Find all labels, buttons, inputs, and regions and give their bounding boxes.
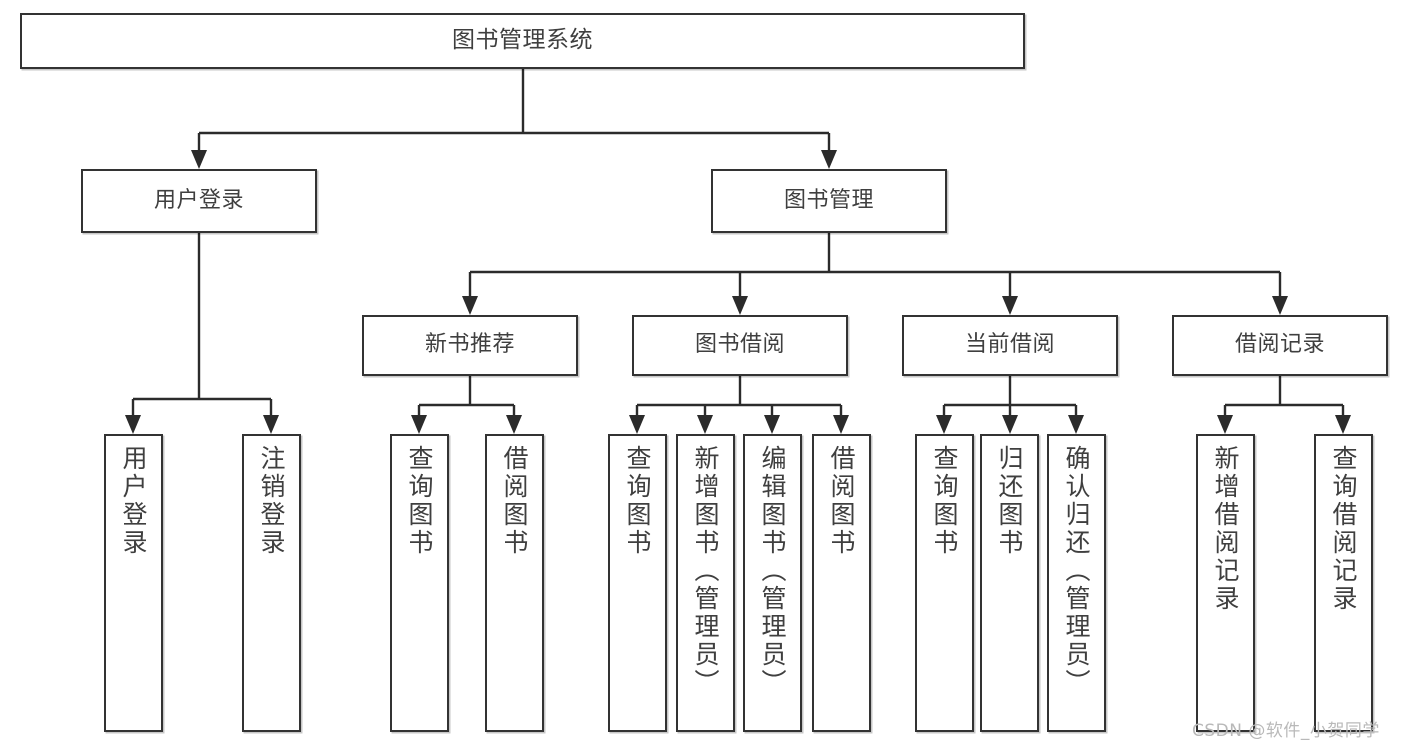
node-leaf-user-login[interactable]: 用户登录: [104, 434, 163, 732]
connector-records-to-leaves: [1217, 376, 1351, 434]
node-label: 查询图书: [405, 445, 434, 557]
node-label: 新增借阅记录: [1211, 445, 1240, 613]
node-leaf-query-book-borrow[interactable]: 查询图书: [608, 434, 667, 732]
node-label: 新书推荐: [424, 332, 515, 358]
connector-newbook-to-leaves: [411, 376, 522, 434]
node-label: 确认归还（管理员）: [1062, 445, 1091, 697]
node-leaf-confirm-return-admin[interactable]: 确认归还（管理员）: [1047, 434, 1106, 732]
node-leaf-add-borrow-record[interactable]: 新增借阅记录: [1196, 434, 1255, 732]
connector-borrow-to-leaves: [629, 376, 849, 434]
node-level2-user-login[interactable]: 用户登录: [81, 169, 317, 233]
node-leaf-borrow-book[interactable]: 借阅图书: [812, 434, 871, 732]
node-label: 借阅记录: [1234, 332, 1325, 358]
node-label: 当前借阅: [964, 332, 1055, 358]
node-level3-current-borrow[interactable]: 当前借阅: [902, 315, 1118, 376]
node-label: 查询借阅记录: [1329, 445, 1358, 613]
node-level3-borrow-records[interactable]: 借阅记录: [1172, 315, 1388, 376]
node-label: 新增图书（管理员）: [691, 445, 720, 697]
node-label: 编辑图书（管理员）: [758, 445, 787, 697]
node-leaf-query-book-recommend[interactable]: 查询图书: [390, 434, 449, 732]
connector-userlogin-to-leaves: [125, 233, 279, 434]
node-label: 用户登录: [153, 187, 244, 213]
node-label: 图书管理系统: [452, 27, 593, 54]
connector-bookmgmt-to-level3: [462, 233, 1288, 315]
node-leaf-query-book-current[interactable]: 查询图书: [915, 434, 974, 732]
node-level3-book-borrow[interactable]: 图书借阅: [632, 315, 848, 376]
node-label: 借阅图书: [827, 445, 856, 557]
watermark-text: CSDN @软件_小贺同学: [1192, 721, 1380, 741]
node-label: 注销登录: [257, 445, 286, 557]
node-leaf-borrow-book-recommend[interactable]: 借阅图书: [485, 434, 544, 732]
node-leaf-query-borrow-record[interactable]: 查询借阅记录: [1314, 434, 1373, 732]
node-leaf-logout[interactable]: 注销登录: [242, 434, 301, 732]
node-label: 借阅图书: [500, 445, 529, 557]
node-leaf-return-book[interactable]: 归还图书: [980, 434, 1039, 732]
node-level3-new-book-recommend[interactable]: 新书推荐: [362, 315, 578, 376]
connector-current-to-leaves: [936, 376, 1084, 434]
node-leaf-edit-book-admin[interactable]: 编辑图书（管理员）: [743, 434, 802, 732]
node-label: 图书管理: [783, 187, 874, 213]
node-label: 查询图书: [623, 445, 652, 557]
node-label: 图书借阅: [694, 332, 785, 358]
connector-root-to-level2: [191, 69, 837, 169]
node-label: 用户登录: [119, 445, 148, 557]
node-leaf-add-book-admin[interactable]: 新增图书（管理员）: [676, 434, 735, 732]
node-level2-book-management[interactable]: 图书管理: [711, 169, 947, 233]
node-root-system[interactable]: 图书管理系统: [20, 13, 1025, 69]
node-label: 查询图书: [930, 445, 959, 557]
node-label: 归还图书: [995, 445, 1024, 557]
